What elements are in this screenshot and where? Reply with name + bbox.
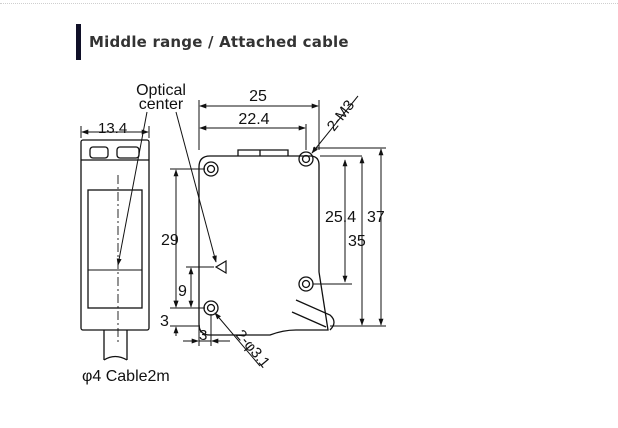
optical-center-leaders	[116, 111, 217, 266]
section-title: Middle range / Attached cable	[89, 33, 349, 51]
dim-side-width-label: 13.4	[98, 120, 127, 137]
dim-top-lines	[198, 100, 320, 150]
dim-body-width-label: 25	[249, 88, 267, 105]
section-accent-bar	[76, 24, 81, 60]
top-divider	[0, 3, 618, 4]
dim-hole-edge-vertical-label: 3	[160, 313, 169, 330]
dim-optical-height-label: 29	[161, 232, 179, 249]
dim-bottom-lines	[183, 314, 230, 346]
side-view	[80, 139, 150, 361]
optical-center-label-line2: center	[139, 96, 184, 113]
dim-overall-height-label: 37	[367, 209, 385, 226]
mount-thread-leader	[311, 95, 359, 154]
dim-right-lines	[313, 147, 386, 327]
dim-side-width	[80, 126, 150, 138]
dim-hole-edge-horizontal-label: 3	[199, 327, 207, 344]
optical-center-label-line1: Optical	[136, 82, 186, 99]
front-view	[198, 149, 335, 336]
dim-hole-pitch-width-label: 22.4	[238, 111, 269, 128]
dim-hole-pitch-height-label: 25.4	[325, 209, 356, 226]
hole-dia-leader	[214, 312, 261, 367]
dim-left-lines	[170, 168, 214, 336]
dim-body-height-label: 35	[348, 233, 366, 250]
hole-dia-label: 2-φ3.1	[232, 327, 273, 372]
cable-label: φ4 Cable2m	[82, 368, 170, 385]
dim-lower-offset-label: 9	[178, 283, 187, 300]
